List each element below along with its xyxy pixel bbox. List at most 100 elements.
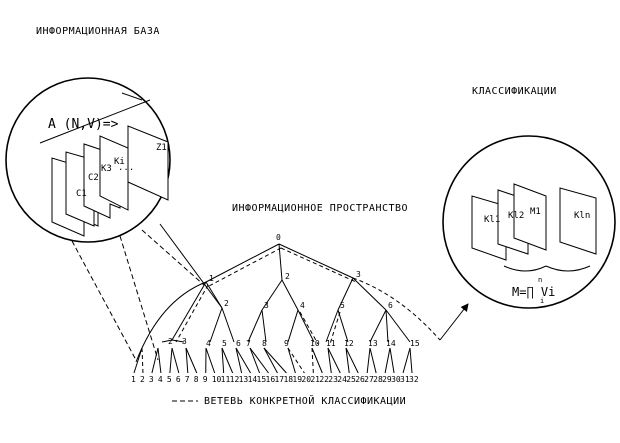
leaf-label-15: 15 [257,375,267,384]
node-l3-10: 10 [310,339,320,348]
leaf-label-14: 14 [248,375,258,384]
leaf-label-27: 27 [364,375,374,384]
leaf-edge-23 [327,347,332,374]
node-l3-11: 11 [326,339,336,348]
leaf-label-23: 23 [328,375,338,384]
node-l1-3: 3 [356,270,361,279]
info-base-pages [51,125,169,237]
connector-1 [71,240,137,361]
class-page-kln-label: Kln [574,211,590,221]
node-l3-3: 3 [182,337,187,346]
branch-1-down [175,284,209,343]
class-page-m1-label: M1 [530,207,541,217]
leaf-edges [133,347,413,374]
branch-3-down [299,311,319,345]
node-labels: 0 1 2 3 2 3 4 5 6 2 3 4 5 6 7 8 9 10 11 … [168,233,420,348]
node-l2-3: 3 [264,301,269,310]
node-l3-2: 2 [168,337,173,346]
info-base-connectors [71,229,205,361]
class-page-m1 [513,183,547,251]
info-base-circle: A (N,V)=> C1 C2 K3 Ki ... Z1 [5,77,171,243]
edge-l2-1b [221,307,235,343]
node-l2-6: 6 [388,301,393,310]
class-formula: M=∏ Vi [512,285,555,299]
edge-2-a [261,279,283,311]
legend-label: ВЕТЕВЬ КОНКРЕТНОЙ КЛАССИФИКАЦИИ [204,396,407,407]
leaf-label-2: 2 [140,375,145,384]
leaf-edge-30 [389,347,395,374]
connector-3 [141,229,205,286]
node-l3-13: 13 [368,339,378,348]
leaf-edge-25 [345,347,350,374]
info-base-formula: A (N,V)=> [39,92,151,144]
edge-l2-2b [261,309,267,343]
class-page-kl2-label: Kl2 [508,211,524,221]
branch-0-1 [208,247,282,287]
edge-2-b [281,279,299,311]
node-l2-2: 2 [224,299,229,308]
node-l3-8: 8 [262,339,267,348]
connector-4 [159,223,223,309]
leaf-edge-27 [366,347,371,374]
node-l3-5: 5 [222,339,227,348]
edge-l2-1a [209,307,223,343]
leaf-label-31: 31 [400,375,410,384]
formula-underline [39,99,151,144]
leaf-edge-19 [287,347,296,374]
edge-0-3 [278,243,354,279]
edge-l2-5b [385,309,389,343]
page-z1-label: Z1 [156,143,167,153]
leaf-edge-11 [221,347,225,374]
node-l3-7: 7 [246,339,251,348]
leaf-edge-18 [263,347,287,374]
class-formula-lower-bound: i [540,297,544,305]
leaf-label-29: 29 [382,375,392,384]
classifications-circle: Kl1 Kl2 M1 Kln M=∏ Vi n i [442,135,616,309]
leaf-label-12: 12 [230,375,240,384]
leaf-edge-5 [169,347,173,374]
leaf-edge-4 [157,347,162,374]
arrow-to-classifications [439,303,469,341]
leaf-label-1: 1 [131,375,136,384]
class-page-kl1-label: Kl1 [484,215,500,225]
leaf-edge-17 [263,347,278,374]
node-l3-6: 6 [236,339,241,348]
leaf-label-3: 3 [149,375,154,384]
page-k3-label: K3 [101,164,112,174]
leaf-edge-13 [235,347,243,374]
leaf-label-5: 5 [167,375,172,384]
leaf-edge-8 [185,347,198,374]
leaf-label-8: 8 [194,375,199,384]
branch-0-3 [280,247,357,283]
leaf-edge-12 [221,347,234,374]
leaf-label-13: 13 [239,375,249,384]
branch-4-down [329,311,341,345]
edge-1-a [171,281,207,341]
leaf-label-25: 25 [346,375,356,384]
leaf-label-4: 4 [158,375,163,384]
page-ki [99,135,129,211]
leaf-edge-14 [235,347,252,374]
leaf-label-9: 9 [203,375,208,384]
edge-l2-5c [385,309,411,343]
leaf-label-20: 20 [301,375,311,384]
info-base-title: ИНФОРМАЦИОННАЯ БАЗА [36,26,160,37]
leaf-edge-28 [369,347,377,374]
page-ki-label: Ki [114,157,125,167]
edge-l2-2a [247,309,263,343]
page-c1-label: C1 [76,189,87,199]
node-l1-1: 1 [209,274,214,283]
leaf-edge-10 [205,347,216,374]
page-z1 [127,125,169,201]
edge-l2-4a [325,309,339,343]
leaf-label-28: 28 [373,375,383,384]
leaf-edge-29 [384,347,391,374]
node-l2-5: 5 [340,301,345,310]
leaf-edge-26 [345,347,359,374]
node-l3-14: 14 [386,339,396,348]
leaf-edge-7 [185,347,189,374]
leaf-label-26: 26 [355,375,365,384]
leaf-edge-2 [141,347,144,374]
